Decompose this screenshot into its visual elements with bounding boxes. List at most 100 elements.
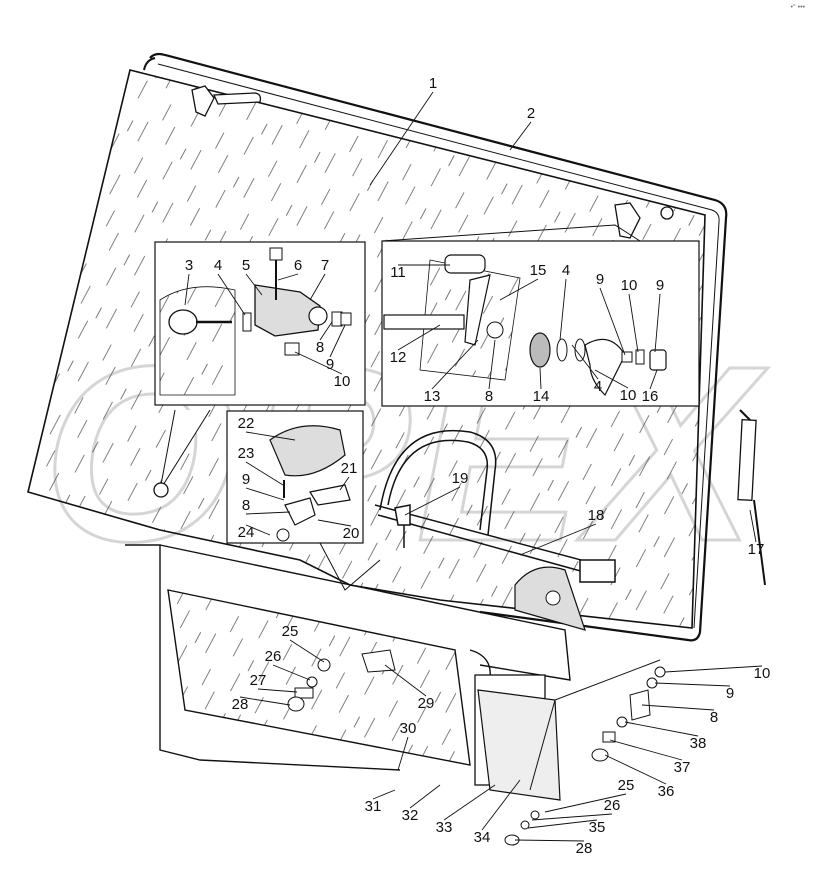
leader-line	[599, 287, 626, 356]
leader-line	[257, 688, 298, 693]
leader-line	[217, 273, 246, 316]
detail-lock-box	[153, 241, 366, 498]
callout-number: 4	[562, 262, 570, 279]
handle-bar	[374, 429, 616, 583]
callout-number: 27	[250, 672, 267, 689]
leader-line	[531, 813, 613, 821]
leader-line	[609, 739, 683, 761]
leader-line	[245, 487, 285, 501]
callout-number: 4	[214, 257, 222, 274]
leader-line	[519, 523, 597, 556]
callout-number: 23	[238, 445, 255, 462]
callout-number: 10	[334, 373, 351, 390]
leader-line	[317, 519, 352, 527]
leader-line	[527, 819, 598, 829]
leader-line	[319, 321, 333, 341]
leader-line	[184, 273, 190, 306]
callout-number: 28	[232, 696, 249, 713]
leader-line	[481, 779, 521, 831]
leader-line	[404, 486, 461, 516]
leader-lines	[184, 91, 763, 842]
leader-line	[369, 91, 434, 186]
leader-line	[431, 339, 479, 390]
callout-number: 31	[365, 798, 382, 815]
callout-number: 34	[474, 829, 491, 846]
leader-line	[641, 704, 715, 711]
leader-line	[749, 509, 757, 543]
top-hinges	[191, 85, 674, 239]
callout-number: 9	[326, 356, 334, 373]
leader-line	[294, 351, 343, 375]
callout-number: 8	[485, 388, 493, 405]
latch-parts-left	[287, 649, 396, 712]
leader-line	[664, 665, 763, 673]
callout-number: 37	[674, 759, 691, 776]
cab-body	[125, 544, 571, 779]
leader-line	[488, 339, 496, 390]
callout-number: 14	[533, 388, 550, 405]
callout-number: 2	[527, 105, 535, 122]
callout-number: 25	[282, 623, 299, 640]
leader-line	[309, 273, 326, 301]
leader-line	[571, 344, 599, 380]
callout-number: 8	[316, 339, 324, 356]
callout-number: 20	[343, 525, 360, 542]
callout-number: 9	[726, 685, 734, 702]
leader-line	[397, 736, 409, 771]
leader-line	[654, 682, 731, 687]
leader-line	[272, 664, 311, 681]
leader-line	[604, 754, 667, 785]
callout-number: 10	[621, 277, 638, 294]
callout-number: 8	[710, 709, 718, 726]
callout-number: 7	[321, 257, 329, 274]
leader-line	[624, 721, 699, 737]
rear-window-frame	[143, 52, 728, 642]
callout-number: 36	[658, 783, 675, 800]
gas-strut	[737, 409, 766, 586]
callout-number: 10	[620, 387, 637, 404]
latch-parts-right	[504, 666, 666, 846]
callout-number: 21	[341, 460, 358, 477]
callout-number: 9	[242, 471, 250, 488]
callout-number: 33	[436, 819, 453, 836]
callout-number: 19	[452, 470, 469, 487]
callout-number: 24	[238, 524, 255, 541]
callout-number: 6	[294, 257, 302, 274]
callout-number: 13	[424, 388, 441, 405]
callout-number: 4	[594, 378, 602, 395]
callout-number: 28	[576, 840, 593, 857]
callout-number: 22	[238, 415, 255, 432]
callout-number: 12	[390, 349, 407, 366]
leader-line	[649, 369, 658, 390]
leader-line	[409, 784, 441, 809]
leader-line	[339, 476, 350, 491]
callout-number: 25	[618, 777, 635, 794]
leader-line	[277, 273, 299, 281]
leader-line	[514, 839, 585, 842]
callout-number: 9	[656, 277, 664, 294]
callout-number: 3	[185, 257, 193, 274]
callout-number: 26	[604, 797, 621, 814]
callout-number: 8	[242, 497, 250, 514]
leader-line	[544, 793, 627, 813]
side-panel	[474, 659, 661, 801]
leader-line	[329, 324, 346, 358]
leader-line	[245, 524, 271, 536]
leader-line	[245, 511, 291, 515]
leader-line	[539, 367, 542, 390]
leader-line	[245, 431, 296, 441]
callout-number: 9	[596, 271, 604, 288]
hinge-plate	[514, 566, 586, 631]
leader-line	[372, 789, 396, 800]
leader-line	[559, 278, 567, 341]
callout-number: 18	[588, 507, 605, 524]
leader-line	[594, 369, 629, 389]
leader-line	[628, 293, 639, 353]
leader-line	[289, 639, 325, 663]
callout-number: 30	[400, 720, 417, 737]
corner-mark: •° •••	[790, 4, 805, 11]
callout-number: 16	[642, 388, 659, 405]
